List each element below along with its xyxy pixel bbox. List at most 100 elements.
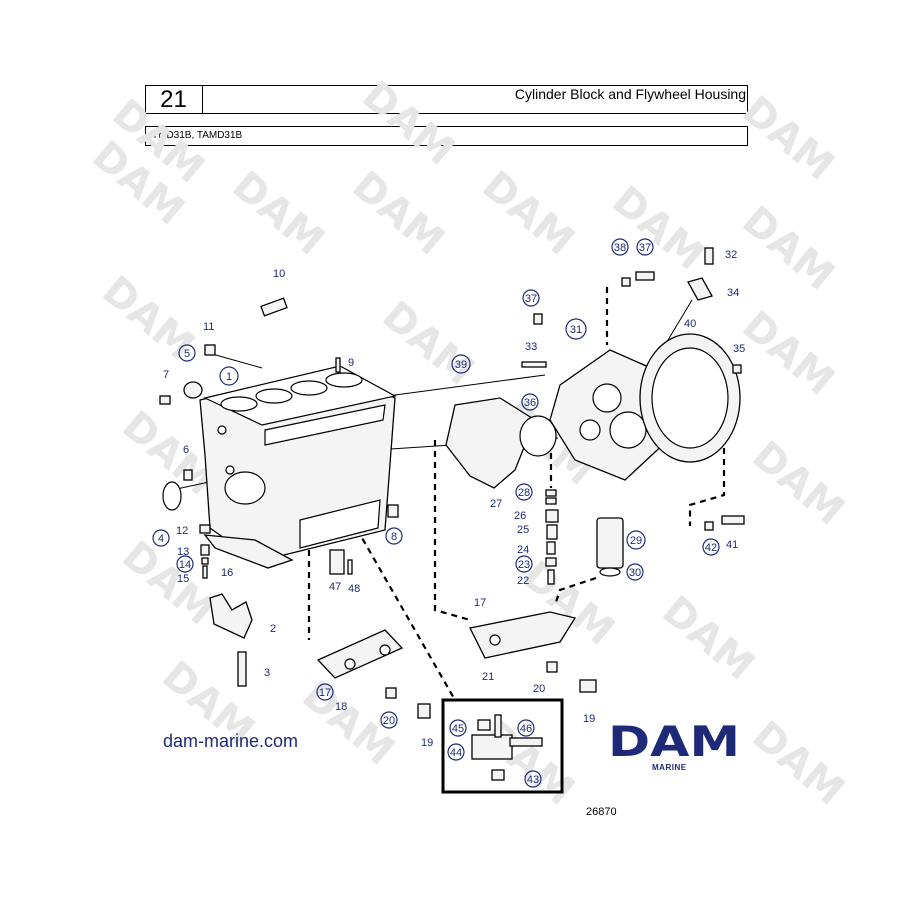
- nut: [477, 719, 491, 731]
- callout-10: 10: [273, 268, 285, 280]
- callout-35: 35: [733, 343, 745, 355]
- drawing-number: 26870: [586, 806, 617, 818]
- bolt: [579, 679, 597, 693]
- watermark: DAM: [654, 587, 763, 689]
- callout-22: 22: [517, 575, 529, 587]
- watermark: DAM: [744, 432, 853, 534]
- plug: [159, 395, 171, 405]
- website-link[interactable]: dam-marine.com: [163, 731, 299, 751]
- callout-6: 6: [183, 444, 189, 456]
- detail-inset-box: [441, 698, 564, 794]
- callout-32: 32: [725, 249, 737, 261]
- arm: [509, 737, 543, 747]
- temperature-sensor: [260, 297, 288, 317]
- nut: [546, 661, 558, 673]
- callout-15: 15: [177, 573, 189, 585]
- page-title: Cylinder Block and Flywheel Housing: [514, 86, 746, 102]
- callout-26: 26: [514, 510, 526, 522]
- oil-filter: [596, 517, 624, 569]
- watermark: DAM: [354, 72, 463, 174]
- drain-plug: [204, 344, 216, 356]
- callout-16: 16: [221, 567, 233, 579]
- callout-47: 47: [329, 581, 341, 593]
- callout-18: 18: [335, 701, 347, 713]
- watermark: DAM: [224, 162, 333, 264]
- dowel-pin: [335, 357, 341, 373]
- dam-logo: DAM: [608, 722, 740, 762]
- callout-12: 12: [176, 525, 188, 537]
- relief-valve-stack: [545, 489, 559, 585]
- main-bearing-cap: [209, 593, 253, 639]
- washer: [621, 277, 631, 287]
- callout-42: 42: [705, 542, 717, 554]
- callout-41: 41: [726, 539, 738, 551]
- callout-29: 29: [630, 535, 642, 547]
- shaft-seal: [519, 415, 557, 457]
- screw: [704, 247, 714, 265]
- callout-9: 9: [348, 357, 354, 369]
- plate: [329, 549, 345, 575]
- stud: [494, 714, 502, 738]
- callout-38: 38: [614, 242, 626, 254]
- screw: [732, 364, 742, 374]
- callout-28: 28: [518, 487, 530, 499]
- callout-37-top: 37: [639, 242, 651, 254]
- bolt: [635, 271, 655, 281]
- cylinder-block: [199, 365, 397, 561]
- callout-19-right: 19: [583, 713, 595, 725]
- watermark: DAM: [604, 177, 713, 279]
- callout-48: 48: [348, 583, 360, 595]
- liner-seal-ring: [162, 481, 182, 511]
- section-number: 21: [145, 85, 203, 114]
- callout-1: 1: [226, 371, 232, 383]
- model-designation: TMD31B, TAMD31B: [145, 126, 748, 146]
- callout-8: 8: [391, 531, 397, 543]
- nut: [385, 687, 397, 699]
- callout-11: 11: [203, 321, 214, 333]
- callout-7: 7: [163, 369, 169, 381]
- callout-3: 3: [264, 667, 270, 679]
- bolt: [721, 515, 745, 525]
- callout-27: 27: [490, 498, 502, 510]
- o-ring: [201, 557, 209, 565]
- callout-23: 23: [518, 559, 530, 571]
- callout-40: 40: [684, 318, 696, 330]
- watermark: DAM: [374, 292, 483, 394]
- callout-34: 34: [727, 287, 739, 299]
- gasket: [203, 534, 294, 569]
- watermark: DAM: [734, 87, 843, 189]
- watermark: DAM: [734, 197, 843, 299]
- callout-19-left: 19: [421, 737, 433, 749]
- callout-5: 5: [184, 348, 190, 360]
- sleeve: [200, 544, 210, 556]
- watermark: DAM: [474, 162, 583, 264]
- callout-20-left: 20: [383, 715, 395, 727]
- callout-2: 2: [270, 623, 276, 635]
- callout-24: 24: [517, 544, 529, 556]
- side-cover: [316, 629, 404, 679]
- screw: [202, 565, 208, 579]
- callout-30: 30: [629, 567, 641, 579]
- header-box: [145, 85, 748, 114]
- nut: [491, 769, 505, 781]
- callout-39: 39: [455, 359, 467, 371]
- callout-21: 21: [482, 671, 494, 683]
- bolt: [417, 703, 431, 719]
- expansion-plug: [183, 381, 203, 399]
- callout-4: 4: [158, 533, 164, 545]
- callout-36: 36: [524, 397, 536, 409]
- callout-43: 43: [527, 774, 539, 786]
- callout-labels: 1 2 3 4 5 6 7 8 9 10 11 12 13 14 15 16 1…: [152, 238, 745, 788]
- callout-20-right: 20: [533, 683, 545, 695]
- callout-17-left: 17: [319, 687, 331, 699]
- callout-31: 31: [570, 324, 582, 336]
- bearing-cap-bolt: [237, 651, 247, 687]
- filter-gasket: [599, 567, 621, 577]
- watermark: DAM: [734, 302, 843, 404]
- flywheel-housing: [549, 349, 669, 481]
- washer: [704, 521, 714, 531]
- logo-text: DAM: [608, 722, 740, 762]
- callout-13: 13: [177, 546, 189, 558]
- logo-subtext: MARINE: [652, 763, 687, 772]
